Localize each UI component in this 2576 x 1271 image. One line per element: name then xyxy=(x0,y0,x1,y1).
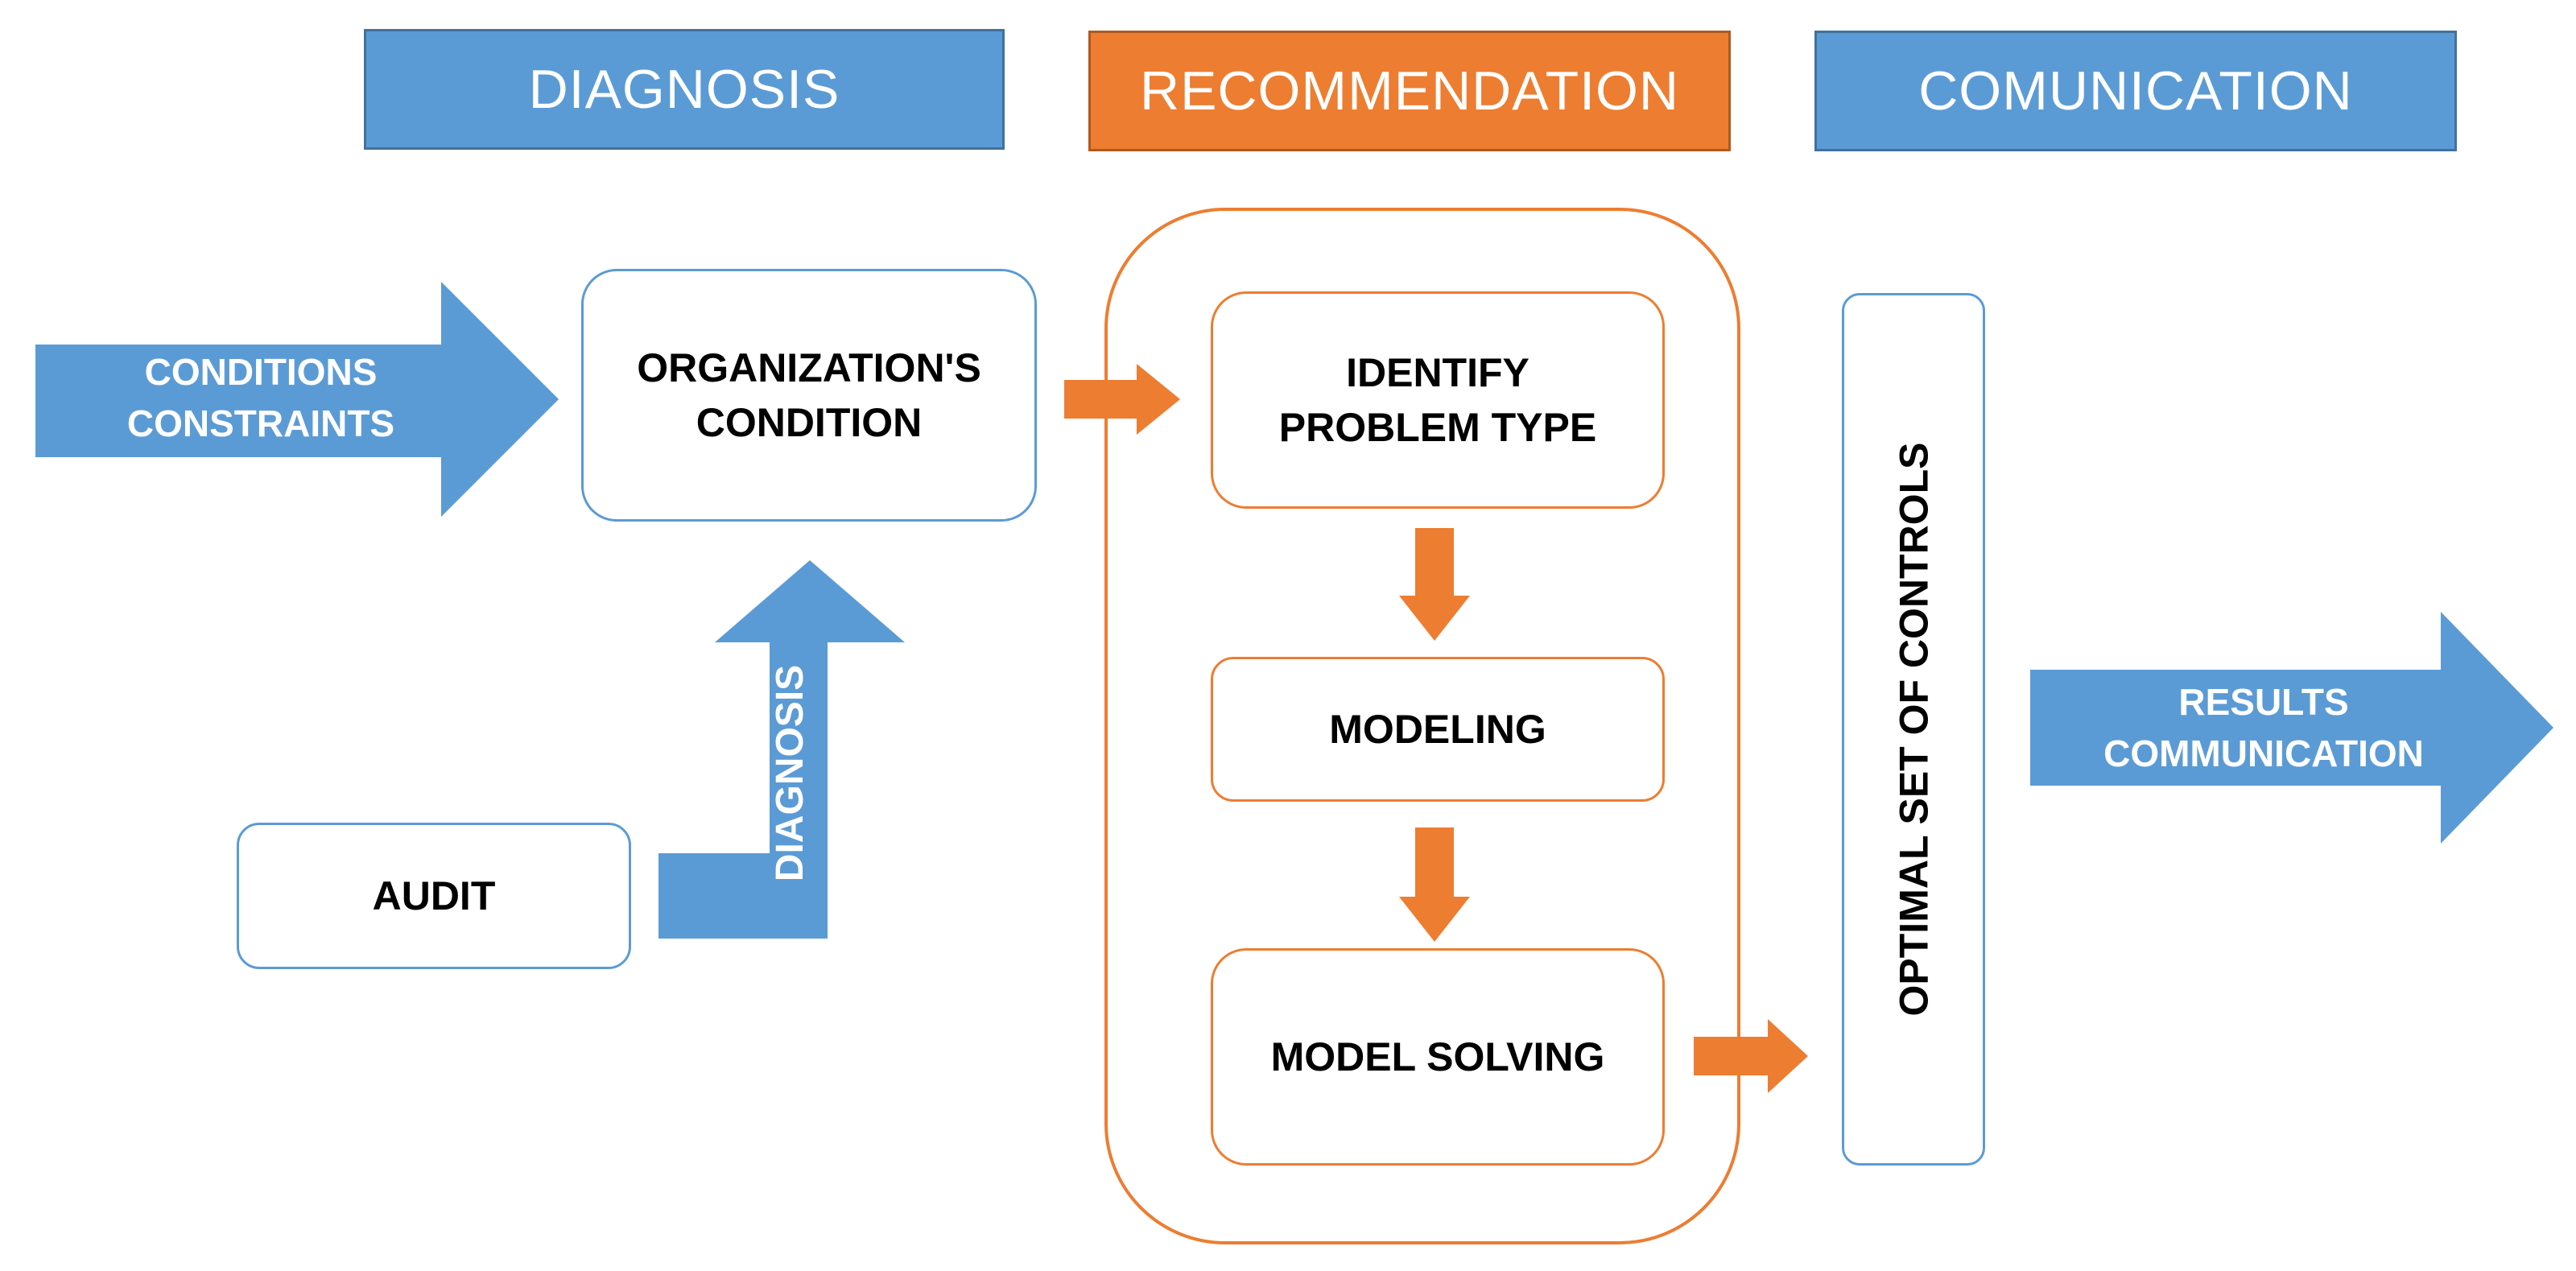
modeling-text: MODELING xyxy=(1329,707,1546,752)
input-arrow xyxy=(35,282,559,517)
output-arrow xyxy=(2030,612,2553,844)
header-diagnosis-label: DIAGNOSIS xyxy=(528,59,840,120)
modeling-box: MODELING xyxy=(1211,657,1665,802)
identify-problem-type-text: IDENTIFY PROBLEM TYPE xyxy=(1278,350,1597,450)
organization-condition-box: ORGANIZATION'S CONDITION xyxy=(581,269,1037,522)
header-recommendation: RECOMMENDATION xyxy=(1088,31,1731,151)
header-communication-label: COMUNICATION xyxy=(1918,60,2353,122)
orange-arrow-down-2 xyxy=(1399,827,1470,942)
orange-arrow-down-1 xyxy=(1399,528,1470,641)
model-solving-text: MODEL SOLVING xyxy=(1270,1034,1605,1079)
model-solving-box: MODEL SOLVING xyxy=(1211,948,1665,1166)
header-communication: COMUNICATION xyxy=(1814,31,2457,151)
audit-box: AUDIT xyxy=(237,823,631,969)
optimal-set-of-controls-label: OPTIMAL SET OF CONTROLS xyxy=(1891,442,1936,1017)
diagnosis-arrow xyxy=(658,560,905,939)
recommendation-container xyxy=(1104,208,1740,1244)
input-arrow-label: CONDITIONS CONSTRAINTS xyxy=(126,351,395,444)
identify-problem-type-box: IDENTIFY PROBLEM TYPE xyxy=(1211,291,1665,509)
audit-text: AUDIT xyxy=(372,873,496,918)
header-recommendation-label: RECOMMENDATION xyxy=(1139,60,1680,122)
output-arrow-label: RESULTS COMMUNICATION xyxy=(2103,681,2424,774)
orange-arrow-right-2 xyxy=(1694,1019,1808,1093)
optimal-set-of-controls-box xyxy=(1842,293,1985,1166)
header-diagnosis: DIAGNOSIS xyxy=(364,29,1005,150)
diagnosis-arrow-label: DIAGNOSIS xyxy=(769,664,812,881)
orange-arrow-right-1 xyxy=(1064,364,1180,435)
organization-condition-text: ORGANIZATION'S CONDITION xyxy=(637,345,981,445)
